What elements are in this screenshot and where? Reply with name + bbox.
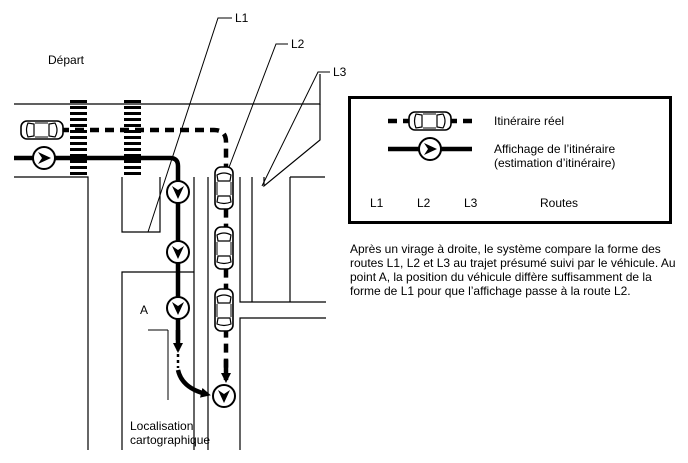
- map-location-label-line1: Localisation: [130, 419, 193, 433]
- legend-l1-label: L1: [370, 196, 384, 210]
- car-icon: [214, 288, 234, 332]
- position-marker-icon: [212, 384, 236, 408]
- start-label: Départ: [48, 53, 85, 67]
- route-display-line: [14, 155, 181, 340]
- actual-route-line: [30, 127, 229, 380]
- road-label-l1: L1: [235, 11, 249, 25]
- position-marker-icon: [32, 146, 56, 170]
- road-label-l2: L2: [291, 37, 305, 51]
- legend-roads-label: Routes: [540, 196, 579, 210]
- legend-l2-label: L2: [417, 196, 431, 210]
- road-label-l3: L3: [333, 65, 347, 79]
- car-icon: [20, 120, 64, 140]
- point-a-label: A: [140, 303, 148, 317]
- map-location-label-line2: cartographique: [130, 433, 210, 447]
- legend-route-display-symbol: [388, 137, 472, 161]
- car-icon: [214, 166, 234, 210]
- car-icon: [214, 226, 234, 270]
- crosswalk-top-left: [70, 100, 87, 175]
- route-transition-curve: [175, 369, 211, 398]
- crosswalk-top-right: [124, 100, 141, 175]
- leader-lines: [147, 17, 330, 400]
- legend-actual-route-label: Itinéraire réel: [494, 114, 565, 128]
- position-marker-icon: [166, 240, 190, 264]
- legend-route-display-label-line1: Affichage de l’itinéraire: [494, 142, 616, 156]
- position-marker-icon: [166, 296, 190, 320]
- legend-l3-label: L3: [464, 196, 478, 210]
- legend-route-display-label-line2: (estimation d’itinéraire): [494, 156, 616, 170]
- roads: [14, 74, 326, 450]
- position-marker-icon: [166, 180, 190, 204]
- legend: [348, 96, 672, 224]
- description-text: Après un virage à droite, le système com…: [350, 242, 676, 298]
